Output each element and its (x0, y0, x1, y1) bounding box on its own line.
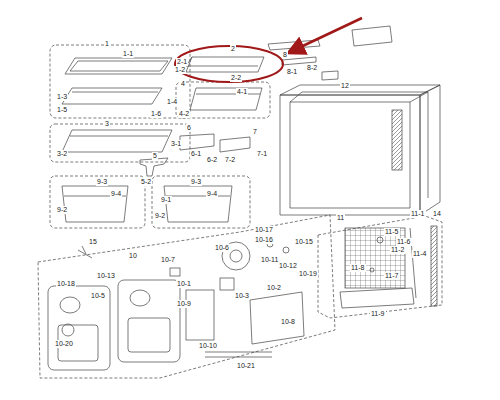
callout-number: 2 (230, 45, 236, 53)
callout-number: 7-2 (224, 156, 236, 164)
callout-number: 10-17 (254, 226, 274, 234)
callout-number: 6 (186, 124, 192, 132)
callout-number: 11 (336, 214, 345, 222)
callout-number: 1-1 (122, 50, 134, 58)
callout-number: 6-2 (206, 156, 218, 164)
callout-number: 15 (88, 238, 98, 246)
callout-number: 11-8 (350, 264, 366, 272)
callout-number: 10-15 (294, 238, 314, 246)
callout-number: 1-6 (150, 110, 162, 118)
callout-number: 9-1 (160, 196, 172, 204)
callout-number: 3-2 (56, 150, 68, 158)
callout-number: 10-13 (96, 272, 116, 280)
highlight-ellipse (175, 46, 283, 82)
callout-number: 10-11 (260, 256, 279, 264)
callout-number: 14 (432, 210, 442, 218)
callout-number: 1-4 (166, 98, 178, 106)
callout-number: 1-3 (56, 93, 68, 101)
callout-number: 5-2 (140, 178, 152, 186)
callout-number: 8-1 (286, 68, 298, 76)
callout-number: 10 (128, 252, 138, 260)
callout-number: 12 (340, 82, 350, 90)
callout-number: 10-16 (254, 236, 274, 244)
callout-number: 10-2 (266, 284, 282, 292)
callout-number: 10-8 (280, 318, 296, 326)
callout-number: 10-3 (234, 292, 250, 300)
callout-number: 5 (152, 152, 158, 160)
callout-number: 1 (104, 40, 110, 48)
callout-number: 9-3 (96, 178, 108, 186)
callout-number: 4-2 (178, 110, 190, 118)
callout-number: 10-1 (176, 280, 192, 288)
callout-number: 10-6 (214, 244, 230, 252)
pointer-arrow (290, 18, 362, 52)
callout-number: 8 (282, 51, 288, 59)
callout-number: 10-9 (176, 300, 192, 308)
callout-number: 2-1 (176, 58, 188, 66)
callout-number: 6-1 (190, 150, 202, 158)
callout-number: 10-20 (54, 340, 74, 348)
callout-number: 11-1 (410, 210, 426, 218)
callout-number: 10-19 (298, 270, 318, 278)
callout-number: 10-5 (90, 292, 106, 300)
callout-number: 10-21 (236, 362, 256, 370)
callout-number: 11-4 (412, 250, 428, 258)
callout-number: 11-5 (384, 228, 400, 236)
callout-number: 10-10 (198, 342, 218, 350)
callout-number: 1-5 (56, 106, 68, 114)
callout-number: 7 (252, 128, 258, 136)
callout-number: 11-2 (390, 246, 406, 254)
callout-number: 10-18 (56, 280, 76, 288)
callout-number: 7-1 (256, 150, 268, 158)
callout-number: 9-4 (206, 190, 218, 198)
callout-number: 4-1 (236, 88, 248, 96)
callout-number: 9-4 (110, 190, 122, 198)
callout-number: 9-3 (190, 178, 202, 186)
callout-number: 4 (180, 80, 186, 88)
callout-number: 3-1 (170, 140, 182, 148)
callout-number: 11-6 (396, 238, 412, 246)
callout-number: 9-2 (56, 206, 68, 214)
callout-number: 1-2 (174, 66, 186, 74)
callout-number: 8-2 (306, 64, 318, 72)
callout-number: 10-12 (278, 262, 298, 270)
callout-number: 9-2 (154, 212, 166, 220)
callout-number: 11-7 (384, 272, 400, 280)
callout-number: 3 (104, 120, 110, 128)
callout-number: 10-7 (160, 256, 176, 264)
callout-number: 11-9 (370, 310, 386, 318)
callout-number: 2-2 (230, 74, 242, 82)
